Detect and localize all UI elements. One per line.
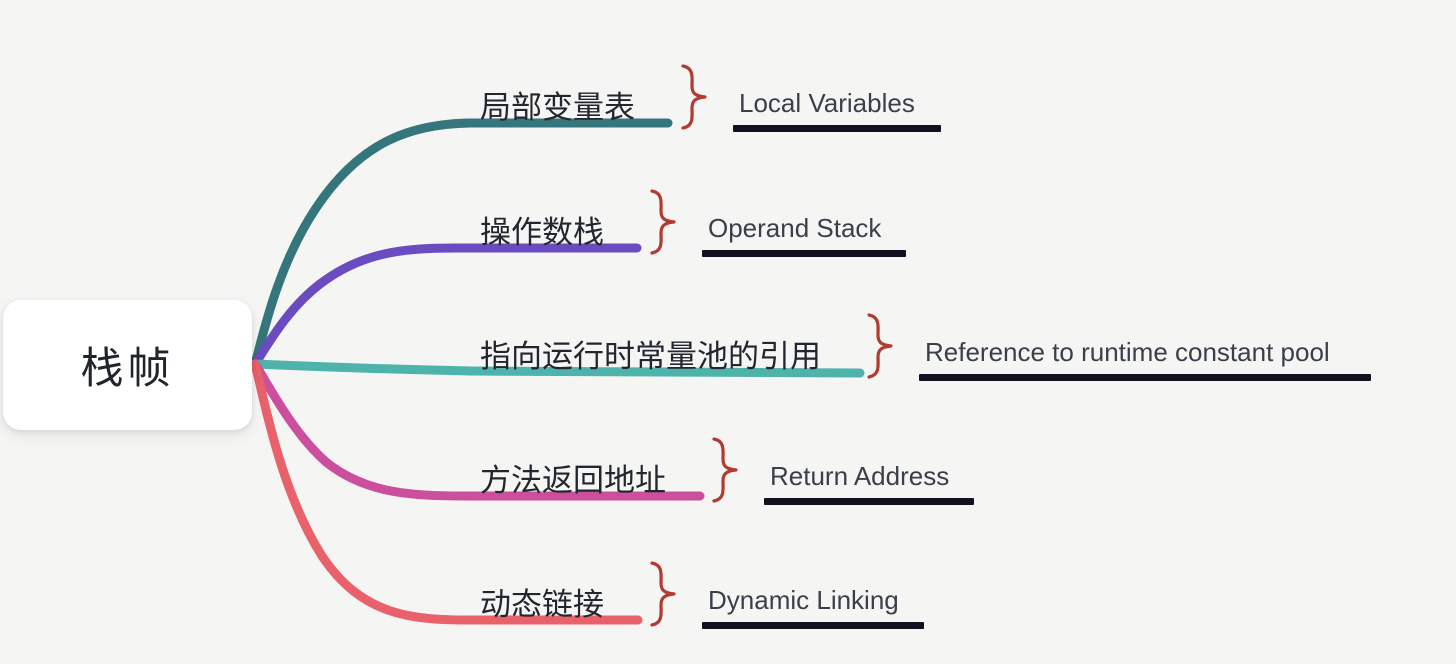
chinese-label-block-2: 指向运行时常量池的引用 [478, 337, 823, 381]
english-label-3: Return Address [770, 461, 950, 491]
chinese-label-0: 局部变量表 [480, 90, 635, 126]
english-label-block-1: Operand Stack [702, 211, 906, 257]
english-label-block-2: Reference to runtime constant pool [919, 335, 1371, 381]
branch-row-dynamic-linking: 动态链接 Dynamic Linking [478, 559, 924, 629]
branch-row-operand-stack: 操作数栈 Operand Stack [478, 187, 906, 257]
branch-row-return-address: 方法返回地址 Return Address [478, 435, 974, 505]
chinese-label-3: 方法返回地址 [480, 463, 666, 499]
chinese-label-block-3: 方法返回地址 [478, 461, 668, 505]
chinese-label-block-1: 操作数栈 [478, 213, 606, 257]
chinese-label-block-0: 局部变量表 [478, 88, 637, 132]
english-underline-2 [919, 374, 1371, 381]
english-label-2: Reference to runtime constant pool [925, 337, 1330, 367]
right-curly-brace-icon-2 [867, 313, 893, 379]
chinese-label-2: 指向运行时常量池的引用 [480, 339, 821, 375]
english-label-block-4: Dynamic Linking [702, 583, 924, 629]
right-curly-brace-icon-0 [681, 64, 707, 130]
branch-row-local-variables: 局部变量表 Local Variables [478, 62, 941, 132]
root-node-label: 栈帧 [80, 344, 175, 394]
right-curly-brace-icon-4 [650, 561, 676, 627]
branch-row-runtime-constant-pool: 指向运行时常量池的引用 Reference to runtime constan… [478, 311, 1371, 381]
english-label-block-3: Return Address [764, 459, 974, 505]
english-underline-4 [702, 622, 924, 629]
root-node[interactable]: 栈帧 [3, 300, 252, 430]
english-underline-1 [702, 250, 906, 257]
english-label-1: Operand Stack [708, 213, 882, 243]
chinese-label-4: 动态链接 [480, 587, 604, 623]
english-label-0: Local Variables [739, 88, 915, 118]
right-curly-brace-icon-1 [650, 189, 676, 255]
english-underline-0 [733, 125, 941, 132]
chinese-label-block-4: 动态链接 [478, 585, 606, 629]
english-label-block-0: Local Variables [733, 86, 941, 132]
right-curly-brace-icon-3 [712, 437, 738, 503]
english-label-4: Dynamic Linking [708, 585, 899, 615]
chinese-label-1: 操作数栈 [480, 215, 604, 251]
english-underline-3 [764, 498, 974, 505]
